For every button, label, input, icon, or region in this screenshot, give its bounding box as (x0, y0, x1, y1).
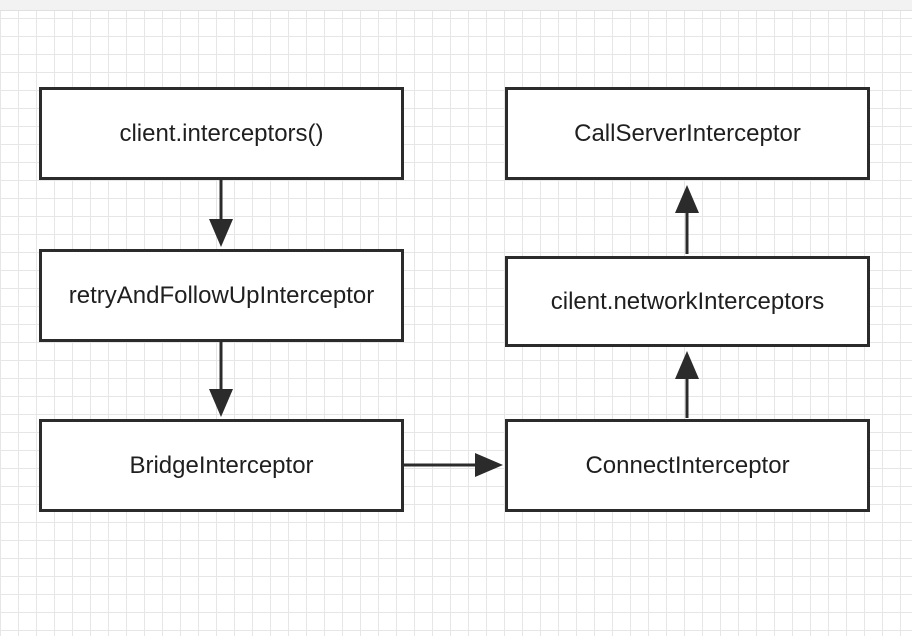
arrow-retry-to-bridge (209, 342, 233, 417)
node-retry-and-follow-up-interceptor: retryAndFollowUpInterceptor (39, 249, 404, 342)
node-connect-interceptor: ConnectInterceptor (505, 419, 870, 512)
arrow-connect-to-network (675, 351, 699, 418)
toolbar-strip (0, 0, 912, 11)
node-client-interceptors: client.interceptors() (39, 87, 404, 180)
node-bridge-interceptor: BridgeInterceptor (39, 419, 404, 512)
arrow-network-to-callserver (675, 185, 699, 254)
node-network-interceptors: cilent.networkInterceptors (505, 256, 870, 347)
arrow-client-to-retry (209, 180, 233, 247)
node-call-server-interceptor: CallServerInterceptor (505, 87, 870, 180)
arrow-bridge-to-connect (404, 453, 503, 477)
